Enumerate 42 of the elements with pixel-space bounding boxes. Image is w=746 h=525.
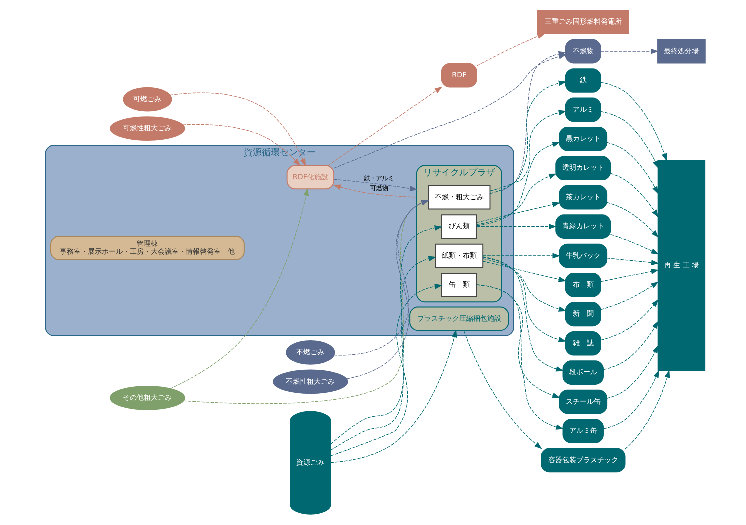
arrow [476,34,546,66]
arrow [610,234,660,255]
arrow [464,330,542,450]
arrow [483,258,567,312]
arrow [482,253,561,259]
arrow [600,111,659,169]
arrow [333,184,418,198]
arrow [476,142,560,226]
arrow [606,142,659,194]
arrow [476,224,557,230]
arrow [606,258,660,266]
arrow [330,330,458,464]
arrow [600,282,659,310]
arrow [482,257,567,342]
arrow [603,321,659,370]
arrow [600,269,660,282]
arrow [328,86,443,166]
arrow [346,200,430,380]
arrow [600,48,659,54]
arrow [600,299,659,341]
arrow [490,110,567,192]
arrow [603,370,660,430]
arrow [610,173,659,218]
arrow [182,124,301,166]
arrow [476,284,564,430]
arrow [183,200,430,404]
arrow [476,174,557,226]
arrow [490,80,567,194]
arrow [330,256,437,451]
arrow [600,82,668,162]
arrow [170,92,306,167]
arrow [330,225,443,445]
arrow [624,370,670,450]
arrow [476,202,560,224]
arrow [483,256,564,372]
arrow [606,202,659,238]
arrow [170,188,309,390]
arrow [334,200,430,356]
arrow [482,261,567,282]
arrow [606,345,659,399]
arrow [330,284,443,456]
arrow [334,179,418,192]
